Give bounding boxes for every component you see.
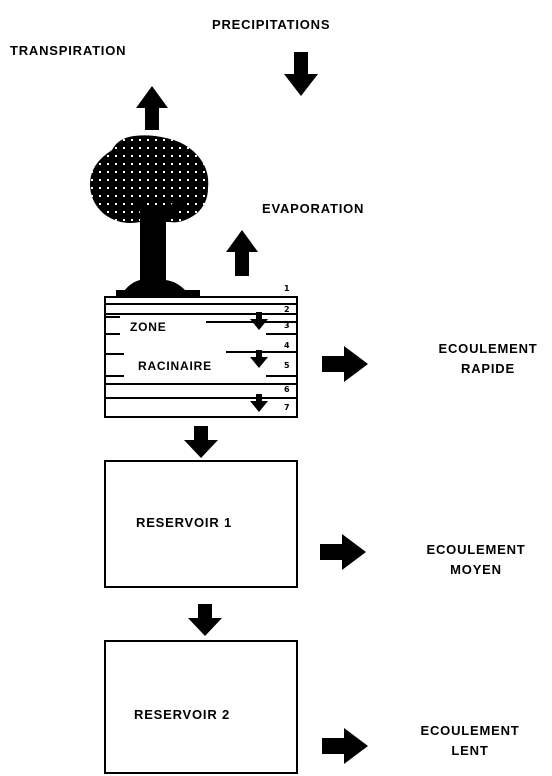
ecoulement-rapide-label-2: RAPIDE [461,361,515,376]
layer-number-7: 7 [284,403,290,412]
slow-flow-arrow-icon [322,728,368,764]
medium-flow-arrow-icon [320,534,366,570]
ecoulement-moyen-label-2: MOYEN [450,562,502,577]
precipitation-arrow-icon [284,52,318,96]
layer-number-3: 3 [284,321,290,330]
ecoulement-moyen-label-1: ECOULEMENT [426,542,526,557]
zone-label: ZONE [130,320,167,334]
ecoulement-lent-label-2: LENT [451,743,489,758]
layer-number-2: 2 [284,305,290,314]
recharge-arrow-icon-1 [184,426,218,458]
rapid-flow-arrow-icon [322,346,368,382]
transpiration-label: TRANSPIRATION [10,43,127,58]
layer-number-5: 5 [284,361,290,370]
percolation-arrow-icon-2 [250,350,268,368]
precipitations-label: PRECIPITATIONS [212,17,331,32]
reservoir-1-box [104,460,298,588]
reservoir-2-box [104,640,298,774]
racinaire-label: RACINAIRE [138,359,212,373]
layer-number-6: 6 [284,385,290,394]
reservoir-2-label: RESERVOIR 2 [134,707,230,722]
evaporation-arrow-icon [226,230,258,276]
evaporation-label: EVAPORATION [262,201,365,216]
percolation-arrow-icon-1 [250,312,268,330]
reservoir-1-label: RESERVOIR 1 [136,515,232,530]
percolation-arrow-icon-3 [250,394,268,412]
layer-number-4: 4 [284,341,290,350]
ecoulement-lent-label-1: ECOULEMENT [420,723,520,738]
layer-number-1: 1 [284,284,290,293]
transpiration-arrow-icon [136,86,168,130]
ecoulement-rapide-label-1: ECOULEMENT [438,341,538,356]
recharge-arrow-icon-2 [188,604,222,636]
tree-icon [90,135,209,298]
